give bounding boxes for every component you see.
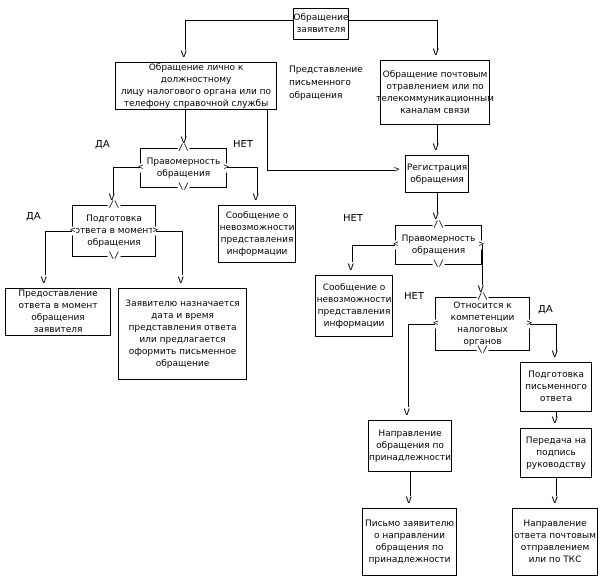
- diamond-bottom-marker: \/: [107, 251, 121, 261]
- arrow-down-icon: V: [108, 193, 115, 203]
- arrow-down-icon: V: [347, 263, 354, 273]
- diamond-right-marker: >: [477, 240, 485, 250]
- arrow-down-icon: V: [432, 48, 439, 58]
- connector: [45, 231, 46, 275]
- connector: [437, 193, 438, 213]
- arrow-down-icon: V: [177, 276, 184, 286]
- diamond-left-marker: <: [69, 225, 77, 236]
- connector: [185, 110, 186, 137]
- connector: [410, 472, 411, 496]
- arrow-down-icon: V: [432, 143, 439, 153]
- decision-legality-left-text: Правомерность обращения: [146, 157, 221, 179]
- diamond-top-marker: /\: [177, 143, 190, 153]
- node-prepare-written-answer: Подготовка письменного ответа: [520, 362, 592, 412]
- branch-label-no: НЕТ: [343, 213, 363, 224]
- arrow-down-icon: V: [403, 408, 410, 418]
- connector: [530, 324, 557, 325]
- arrow-down-icon: V: [40, 276, 47, 286]
- connector: [408, 324, 409, 407]
- arrow-down-icon: V: [551, 416, 558, 426]
- node-applicant-appeal: Обращение заявителя: [293, 8, 349, 40]
- diamond-bottom-marker: \/: [177, 182, 190, 192]
- decision-prepare-immediate: Подготовка ответа в момент обращения /\ …: [69, 201, 159, 261]
- branch-label-yes: ДА: [26, 211, 41, 222]
- connector: [267, 170, 395, 171]
- diamond-right-marker: >: [151, 226, 159, 236]
- connector: [556, 478, 557, 496]
- connector: [556, 324, 557, 351]
- node-appeal-by-mail: Обращение почтовым отравлением или по те…: [376, 60, 494, 125]
- diamond-left-marker: <: [137, 162, 145, 173]
- arrow-down-icon: V: [551, 350, 558, 360]
- diamond-right-marker: >: [222, 163, 230, 173]
- arrow-down-icon: V: [477, 285, 484, 295]
- connector: [113, 167, 140, 168]
- connector: [182, 231, 183, 275]
- branch-label-no: НЕТ: [233, 139, 253, 150]
- arrow-down-icon: V: [432, 212, 439, 222]
- branch-label-no: НЕТ: [404, 291, 424, 302]
- arrow-down-icon: V: [551, 496, 558, 506]
- connector: [556, 412, 557, 417]
- connector: [185, 20, 294, 21]
- diamond-right-marker: >: [525, 319, 533, 329]
- connector: [113, 167, 114, 194]
- connector: [267, 110, 268, 171]
- connector: [437, 20, 438, 50]
- decision-prepare-immediate-text: Подготовка ответа в момент обращения: [74, 214, 154, 248]
- node-forward-appeal: Направление обращения по принадлежности: [368, 420, 452, 472]
- connector: [185, 20, 186, 50]
- arrow-down-icon: V: [180, 50, 187, 60]
- diamond-left-marker: <: [432, 318, 440, 329]
- connector: [352, 245, 395, 246]
- node-in-person-appeal: Обращение лично к должностному лицу нало…: [115, 62, 277, 110]
- diamond-top-marker: /\: [432, 220, 445, 230]
- connector: [156, 231, 183, 232]
- connector: [437, 125, 438, 145]
- connector: [482, 245, 483, 285]
- decision-legality-right: Правомерность обращения /\ \/ < >: [392, 221, 485, 269]
- connector: [352, 245, 353, 262]
- arrow-right-icon: >: [394, 165, 400, 175]
- diamond-bottom-marker: \/: [476, 345, 489, 355]
- node-appointment: Заявителю назначается дата и время предс…: [118, 288, 247, 380]
- connector: [227, 167, 258, 168]
- label-written-submission: Представление письменного обращения: [289, 64, 369, 106]
- node-answer-immediate: Предоставление ответа в момент обращения…: [5, 288, 111, 336]
- decision-legality-left: Правомерность обращения /\ \/ < >: [137, 144, 230, 192]
- diamond-top-marker: /\: [107, 200, 121, 210]
- node-letter-applicant: Письмо заявителю о направлении обращения…: [362, 508, 457, 576]
- decision-competence: Относится к компетенции налоговых органо…: [432, 293, 533, 355]
- decision-competence-text: Относится к компетенции налоговых органо…: [450, 301, 515, 347]
- diamond-top-marker: /\: [476, 292, 489, 302]
- arrow-down-icon: V: [405, 496, 412, 506]
- node-impossible-info-left: Сообщение о невозможности представления …: [218, 205, 296, 263]
- diamond-bottom-marker: \/: [432, 259, 445, 269]
- node-registration: Регистрация обращения: [405, 155, 469, 193]
- arrow-down-icon: V: [180, 136, 187, 146]
- connector: [408, 324, 435, 325]
- diamond-left-marker: <: [392, 239, 400, 250]
- node-sign-management: Передача на подпись руководству: [520, 428, 592, 478]
- branch-label-yes: ДА: [95, 139, 110, 150]
- decision-legality-right-text: Правомерность обращения: [401, 234, 476, 256]
- connector: [348, 20, 437, 21]
- arrow-down-icon: V: [252, 193, 259, 203]
- branch-label-yes: ДА: [538, 304, 553, 315]
- connector: [45, 231, 72, 232]
- node-send-answer: Направление ответа почтовым отправлением…: [512, 508, 598, 576]
- connector: [257, 167, 258, 194]
- node-impossible-info-right: Сообщение о невозможности представления …: [315, 275, 393, 337]
